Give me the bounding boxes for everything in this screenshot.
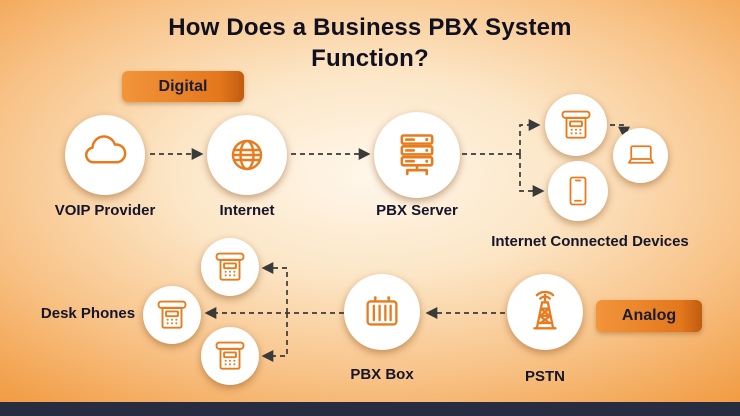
server-icon bbox=[400, 134, 434, 176]
analog-badge: Analog bbox=[596, 300, 702, 332]
voip-provider-node bbox=[65, 115, 145, 195]
device-phone-node bbox=[545, 94, 607, 156]
pbx-server-label: PBX Server bbox=[376, 202, 458, 219]
desk-phone-icon bbox=[215, 341, 245, 370]
tablet-icon bbox=[569, 176, 587, 206]
arrow-server-to-tablet bbox=[519, 154, 545, 197]
pstn-label: PSTN bbox=[524, 368, 565, 385]
page-title: How Does a Business PBX System Function? bbox=[168, 14, 572, 72]
internet-connected-devices-label: Internet Connected Devices bbox=[491, 233, 689, 250]
pbx-box-label: PBX Box bbox=[350, 366, 414, 383]
laptop-icon bbox=[627, 144, 654, 164]
footer-bar bbox=[0, 402, 740, 416]
pstn-node bbox=[507, 274, 583, 350]
arrow-server-to-phone bbox=[519, 119, 541, 154]
desk-phone-middle-node bbox=[143, 286, 201, 344]
desk-phones-label: Desk Phones bbox=[40, 305, 136, 322]
pbx-box-icon bbox=[366, 296, 398, 326]
internet-label: Internet bbox=[219, 202, 275, 219]
cloud-icon bbox=[85, 135, 127, 164]
desk-phone-bottom-node bbox=[201, 327, 259, 385]
arrow-pbxbox-to-top-phone bbox=[261, 262, 288, 313]
digital-badge: Digital bbox=[122, 71, 244, 102]
device-tablet-node bbox=[548, 161, 608, 221]
internet-node bbox=[207, 115, 287, 195]
desk-phone-icon bbox=[157, 300, 187, 329]
voip-provider-label: VOIP Provider bbox=[54, 202, 156, 219]
cell-tower-icon bbox=[533, 290, 557, 330]
arrow-pbxbox-to-bottom-phone bbox=[261, 313, 288, 362]
desk-phone-icon bbox=[215, 252, 245, 281]
desk-phone-icon bbox=[561, 110, 591, 139]
globe-icon bbox=[231, 139, 263, 171]
pbx-box-node bbox=[344, 274, 420, 350]
pbx-server-node bbox=[374, 112, 460, 198]
device-laptop-node bbox=[613, 128, 668, 183]
desk-phone-top-node bbox=[201, 238, 259, 296]
